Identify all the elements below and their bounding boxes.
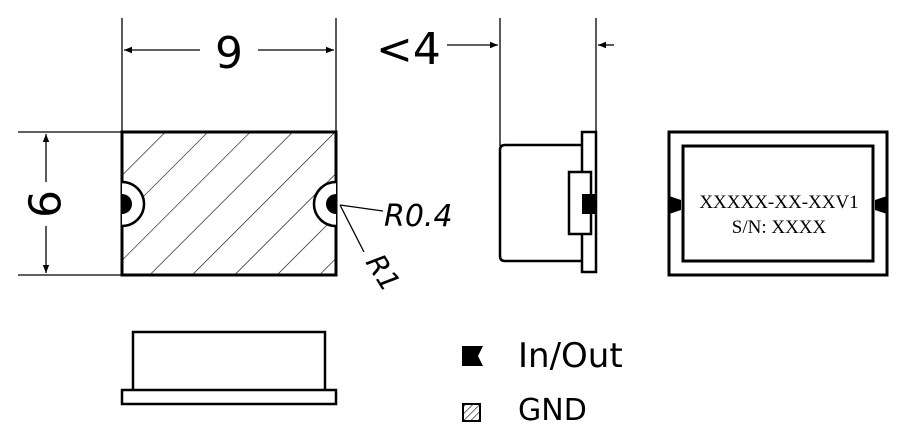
marking-left-pad <box>669 196 681 214</box>
legend-item-in-out: In/Out <box>462 336 623 376</box>
top-view-body <box>120 130 338 277</box>
marking-line-1: XXXXX-XX-XXV1 <box>699 192 858 213</box>
marking-inner <box>681 144 875 263</box>
corner-radius-label: R1 <box>359 248 407 297</box>
right-notch <box>312 180 337 228</box>
solid-square-icon <box>462 346 483 366</box>
height-label: 6 <box>21 190 72 218</box>
width-label: 9 <box>215 28 243 79</box>
marking-line-2: S/N: XXXX <box>732 217 827 238</box>
radius-notes: R0.4 R1 <box>339 199 453 297</box>
side-view-cap <box>498 143 582 263</box>
legend-item-gnd: GND <box>462 393 587 428</box>
width-dimension: 9 <box>121 18 337 132</box>
marking-right-pad <box>875 196 887 214</box>
thickness-label: <4 <box>376 24 441 75</box>
notch-radius-label: R0.4 <box>384 199 453 234</box>
marking-view: XXXXX-XX-XXV1 S/N: XXXX <box>667 130 889 277</box>
legend-label-gnd: GND <box>518 393 587 428</box>
legend: In/Out GND <box>462 336 623 428</box>
height-dimension: 6 <box>18 131 122 276</box>
left-notch <box>121 180 146 228</box>
front-view <box>120 330 338 406</box>
hatched-square-icon <box>462 403 481 422</box>
legend-label-in-out: In/Out <box>518 336 623 376</box>
top-view: 9 6 R0.4 R1 <box>18 18 453 297</box>
side-view-pad <box>582 194 596 214</box>
side-view: <4 <box>376 18 614 274</box>
front-view-base <box>120 388 338 406</box>
front-view-cap <box>131 330 327 394</box>
